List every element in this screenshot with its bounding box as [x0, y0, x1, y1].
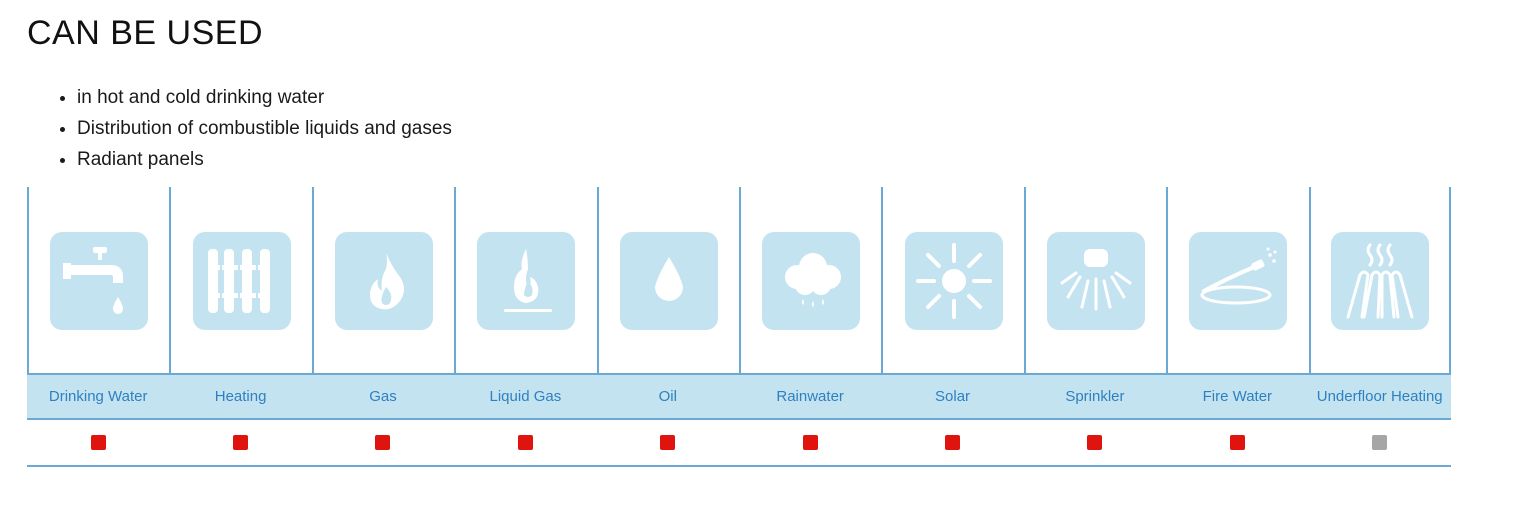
- marker-row: [27, 420, 1451, 467]
- application-label: Oil: [658, 388, 677, 405]
- applicability-marker: [660, 435, 676, 450]
- sun-icon: [915, 243, 992, 319]
- icon-tile: [619, 232, 718, 330]
- applicability-marker: [517, 435, 533, 450]
- label-row: Drinking Water Heating Gas Liquid Gas Oi…: [27, 373, 1451, 420]
- application-label: Gas: [369, 388, 397, 405]
- icon-cell: [311, 187, 454, 373]
- applicability-marker: [802, 435, 818, 450]
- icon-tile: [904, 232, 1003, 330]
- application-label: Sprinkler: [1065, 388, 1125, 405]
- applicability-marker: [1372, 435, 1388, 450]
- uses-list: in hot and cold drinking water Distribut…: [55, 82, 452, 175]
- icon-tile: [477, 232, 576, 330]
- oil-drop-icon: [654, 257, 683, 301]
- application-label: Liquid Gas: [489, 388, 562, 405]
- list-item: in hot and cold drinking water: [77, 82, 452, 113]
- liquid-gas-flame-icon: [504, 249, 553, 312]
- application-label: Underfloor Heating: [1316, 388, 1443, 405]
- marker-cell: [312, 420, 454, 465]
- icon-cell: [1308, 187, 1451, 373]
- icon-cell: [738, 187, 881, 373]
- application-label: Heating: [214, 388, 267, 405]
- icon-tile: [1189, 232, 1288, 330]
- marker-cell: [881, 420, 1023, 465]
- list-item: Distribution of combustible liquids and …: [77, 113, 452, 144]
- marker-cell: [454, 420, 596, 465]
- applicability-marker: [945, 435, 961, 450]
- fire-hose-icon: [1200, 247, 1277, 305]
- marker-cell: [1166, 420, 1308, 465]
- applicability-marker: [233, 435, 249, 450]
- underfloor-heating-icon: [1346, 243, 1414, 319]
- marker-cell: [597, 420, 739, 465]
- application-label: Fire Water: [1202, 388, 1273, 405]
- icon-cell: [596, 187, 739, 373]
- application-label: Drinking Water: [48, 388, 148, 405]
- icon-cell: [169, 187, 311, 373]
- icon-tile: [1046, 232, 1145, 330]
- marker-cell: [1309, 420, 1451, 465]
- page-title: CAN BE USED: [27, 14, 263, 52]
- icon-tile: [192, 232, 291, 330]
- rain-cloud-icon: [785, 253, 842, 307]
- applicability-marker: [1229, 435, 1245, 450]
- marker-cell: [27, 420, 169, 465]
- icon-cell: [1023, 187, 1166, 373]
- icon-cell: [27, 187, 169, 373]
- application-label: Rainwater: [776, 388, 844, 405]
- applicability-marker: [1087, 435, 1103, 450]
- list-item: Radiant panels: [77, 144, 452, 175]
- icon-cell: [881, 187, 1023, 373]
- application-label: Solar: [935, 388, 971, 405]
- icon-row: [27, 187, 1451, 373]
- marker-cell: [1024, 420, 1166, 465]
- applicability-marker: [375, 435, 391, 450]
- applications-table: Drinking Water Heating Gas Liquid Gas Oi…: [27, 187, 1451, 467]
- icon-cell: [1166, 187, 1308, 373]
- icon-cell: [454, 187, 596, 373]
- radiator-icon: [207, 249, 270, 313]
- applicability-marker: [90, 435, 106, 450]
- marker-cell: [739, 420, 881, 465]
- marker-cell: [169, 420, 311, 465]
- sprinkler-icon: [1060, 249, 1132, 311]
- icon-tile: [1330, 232, 1429, 330]
- icon-tile: [50, 232, 149, 330]
- icon-tile: [334, 232, 433, 330]
- icon-tile: [762, 232, 861, 330]
- flame-icon: [369, 253, 404, 310]
- faucet-icon: [63, 247, 124, 314]
